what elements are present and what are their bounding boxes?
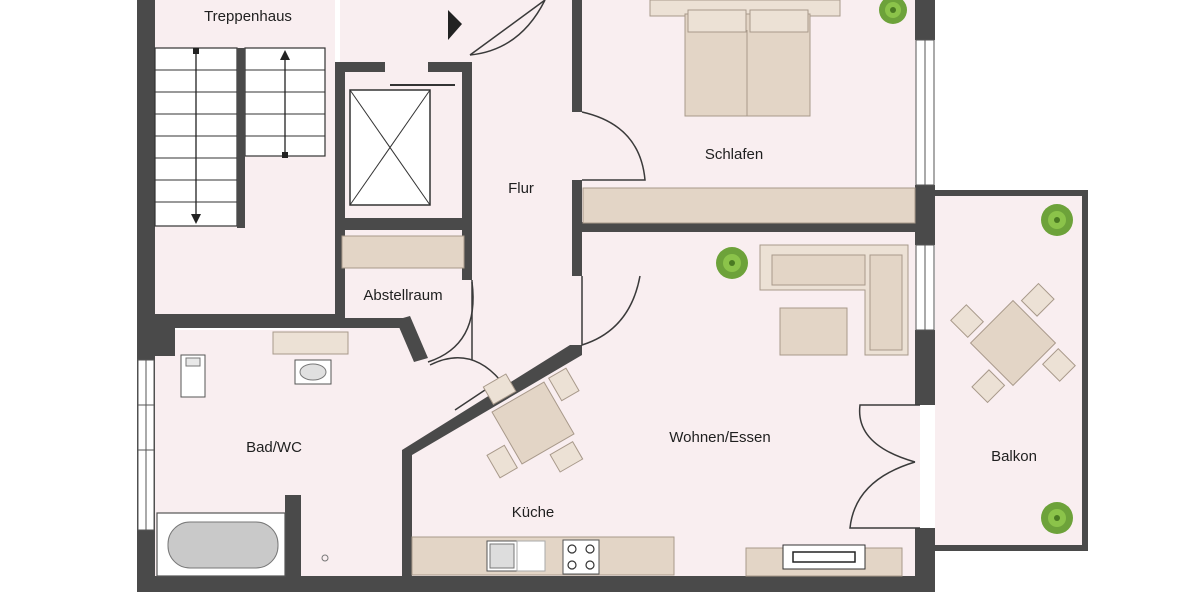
door-schlafen bbox=[581, 111, 646, 181]
plant-icon bbox=[879, 0, 907, 24]
arrow-up-icon bbox=[280, 50, 290, 60]
bath-shelf bbox=[272, 331, 349, 355]
entry-arrow-icon bbox=[448, 10, 462, 40]
label-flur: Flur bbox=[508, 180, 534, 197]
dining-set-balcony bbox=[950, 282, 1076, 404]
walls bbox=[137, 0, 1088, 592]
label-kueche: Küche bbox=[512, 504, 555, 521]
elevator-icon bbox=[349, 84, 455, 206]
sofa bbox=[759, 244, 909, 356]
wall-lift-top-right bbox=[428, 62, 468, 72]
wall-abstell-right bbox=[462, 230, 472, 280]
bed bbox=[649, 0, 841, 117]
door-balkon-upper bbox=[858, 404, 920, 463]
tv-unit bbox=[745, 544, 903, 577]
stove-icon bbox=[562, 539, 600, 575]
dining-set-kitchen bbox=[482, 367, 584, 479]
storage-shelf bbox=[341, 235, 465, 269]
label-bad: Bad/WC bbox=[246, 439, 302, 456]
windows bbox=[137, 39, 935, 531]
wall-right-mid bbox=[915, 185, 935, 245]
label-balkon: Balkon bbox=[991, 448, 1037, 465]
wall-right-lower bbox=[915, 330, 935, 405]
wall-abstell-bottom bbox=[340, 318, 408, 328]
wall-lift-top-left bbox=[345, 62, 385, 72]
wall-schlafen-bottom bbox=[572, 222, 920, 232]
wall-balkon-top bbox=[935, 190, 1085, 196]
wall-balkon-bottom bbox=[935, 545, 1088, 551]
bathroom-fixtures bbox=[156, 331, 349, 577]
wall-wohnen-left bbox=[572, 232, 582, 276]
wall-bad-right-stub bbox=[285, 495, 301, 580]
wall-schlafen-left-top bbox=[572, 0, 582, 112]
stair-core bbox=[237, 48, 245, 228]
wall-outer-bottom bbox=[137, 576, 935, 592]
plants bbox=[716, 0, 1073, 534]
wall-treppenhaus-bottom bbox=[155, 314, 345, 328]
wall-flur-right-mid bbox=[572, 180, 582, 230]
door-entrance bbox=[469, 0, 546, 56]
stairs bbox=[154, 47, 326, 228]
arrow-down-icon bbox=[191, 214, 201, 224]
label-wohnen: Wohnen/Essen bbox=[669, 429, 770, 446]
wardrobe bbox=[582, 187, 916, 224]
kitchen-counter bbox=[411, 536, 675, 576]
plant-icon bbox=[716, 247, 748, 279]
wall-abstell-diag bbox=[396, 316, 428, 362]
label-treppenhaus: Treppenhaus bbox=[204, 8, 292, 25]
wall-balkon-right bbox=[1082, 190, 1088, 550]
wall-lift-right bbox=[462, 62, 472, 222]
wall-bad-stub bbox=[155, 328, 175, 356]
door-balkon-lower bbox=[849, 461, 920, 529]
plant-icon bbox=[1041, 502, 1073, 534]
doors bbox=[427, 0, 920, 529]
label-schlafen: Schlafen bbox=[705, 146, 763, 163]
door-wohnen bbox=[581, 275, 641, 347]
label-abstellraum: Abstellraum bbox=[363, 287, 442, 304]
room-labels: Treppenhaus Schlafen Flur Abstellraum Ba… bbox=[204, 8, 1037, 521]
plant-icon bbox=[1041, 204, 1073, 236]
floor-drain bbox=[321, 554, 329, 562]
wall-right-top bbox=[915, 0, 935, 40]
wall-treppenhaus-right bbox=[335, 62, 345, 324]
wall-lift-bottom bbox=[335, 218, 472, 230]
wall-right-bottom bbox=[915, 528, 935, 592]
coffee-table bbox=[779, 307, 848, 356]
